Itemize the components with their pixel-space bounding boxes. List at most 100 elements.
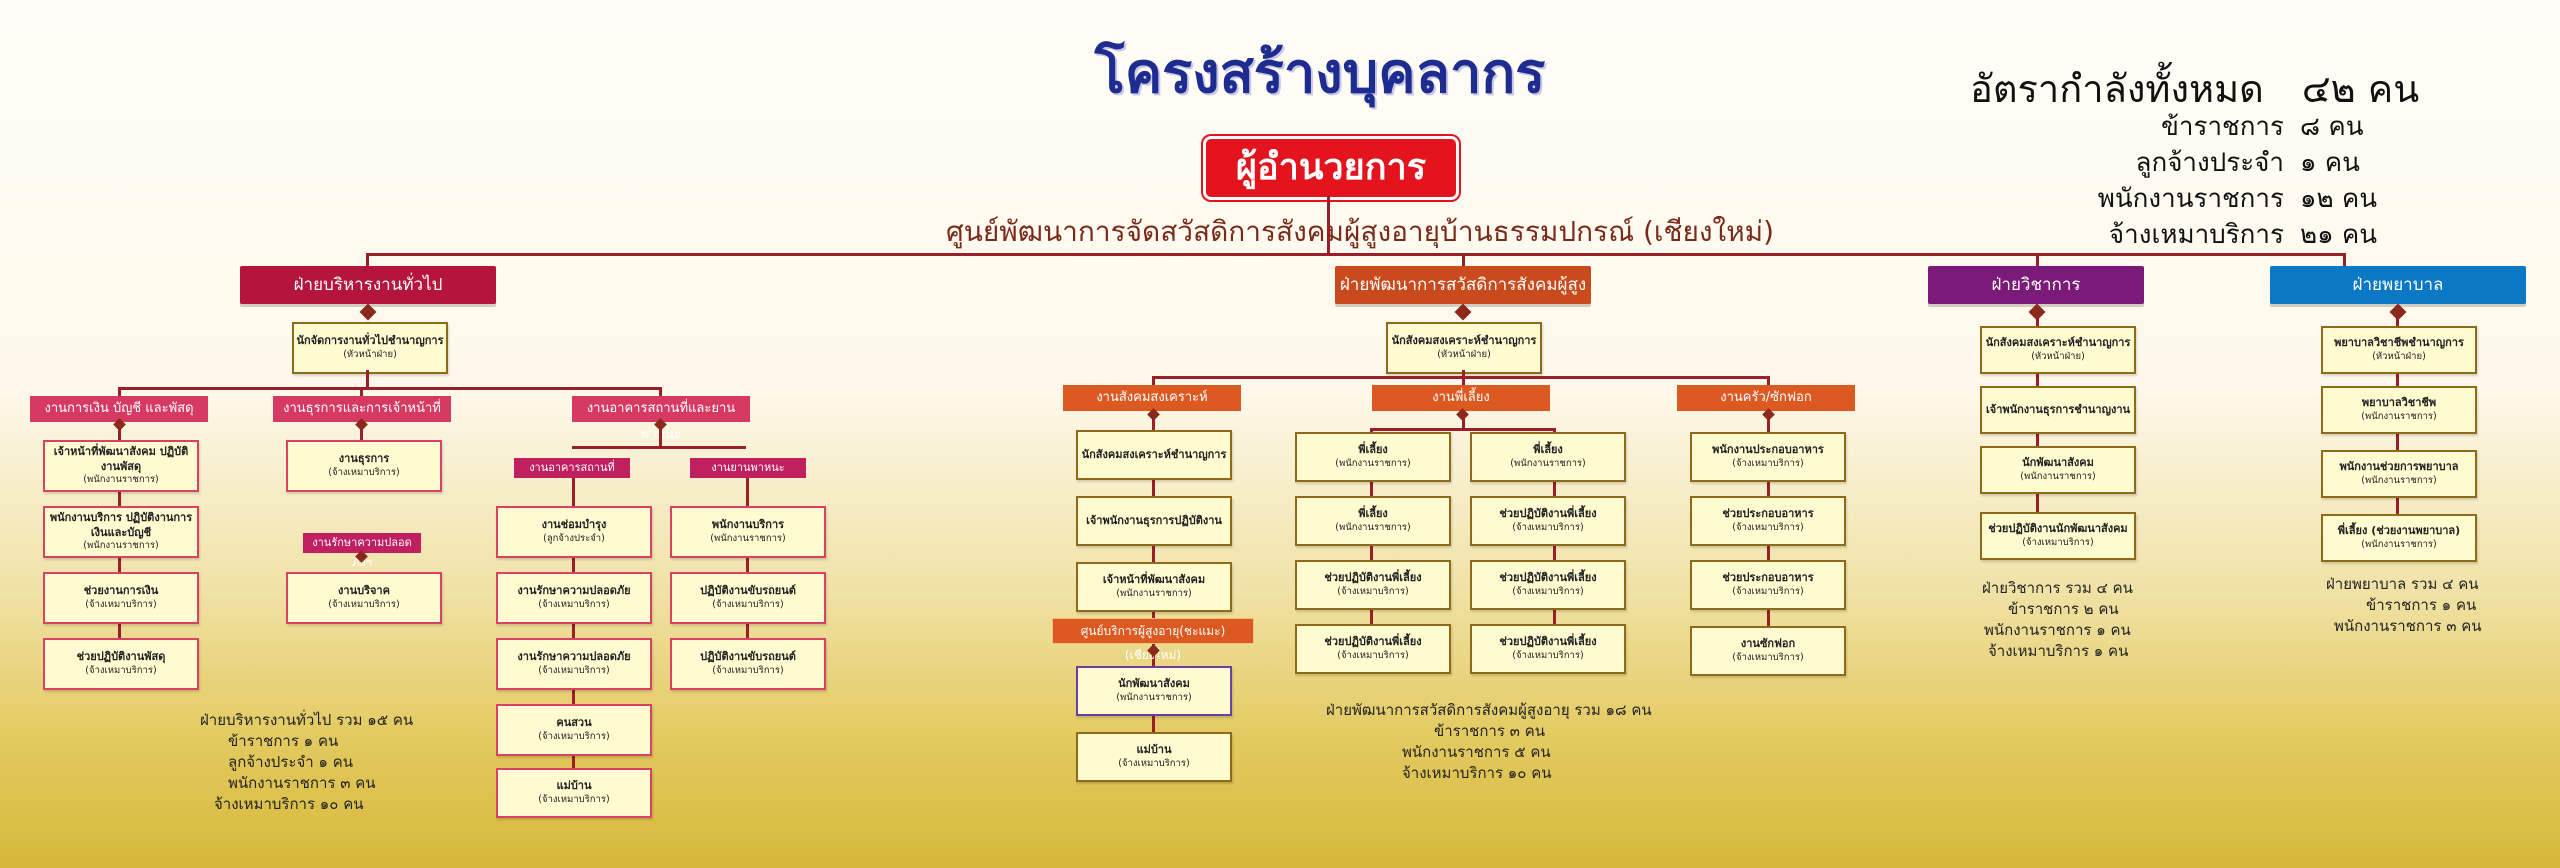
connector (572, 478, 575, 778)
summary-title: ฝ่ายพยาบาล รวม ๔ คน (2326, 575, 2479, 593)
position-title: นักพัฒนาสังคม (2022, 456, 2094, 470)
staff-row-value: ๑ คน (2300, 148, 2360, 178)
unit-facilities-header: งานอาคารสถานที่และยานพาหนะ (572, 396, 750, 442)
position-title: แม่บ้าน (556, 779, 592, 793)
summary-line: พนักงานราชการ ๓ คน (2334, 617, 2482, 635)
position-box: งานช่อมบำรุง(ลูกจ้างประจำ) (496, 506, 652, 558)
position-box: นักสังคมสงเคราะห์ชำนาญการ(หัวหน้าฝ่าย) (1980, 326, 2136, 374)
position-type: (จ้างเหมาบริการ) (538, 665, 610, 677)
connector (366, 370, 369, 388)
staff-row-label: พนักงานราชการ (2097, 184, 2284, 214)
position-title: พี่เลี้ยง (ช่วยงานพยาบาล) (2337, 524, 2461, 538)
summary-title: ฝ่ายบริหารงานทั่วไป รวม ๑๕ คน (200, 711, 414, 729)
position-box: นักพัฒนาสังคม(พนักงานราชการ) (1980, 446, 2136, 494)
position-title: เจ้าพนักงานธุรการปฏิบัติงาน (1086, 513, 1222, 527)
position-box: เจ้าพนักงานธุรการชำนาญงาน (1980, 386, 2136, 434)
position-box: พยาบาลวิชาชีพชำนาญการ(หัวหน้าฝ่าย) (2321, 326, 2477, 374)
position-title: งานรักษาความปลอดภัย (517, 584, 631, 598)
position-box: คนสวน(จ้างเหมาบริการ) (496, 704, 652, 756)
position-box: พนักงานบริการ ปฏิบัติงานการเงินและบัญชี(… (43, 506, 199, 558)
admin-summary: ฝ่ายบริหารงานทั่วไป รวม ๑๕ คน ข้าราชการ … (200, 710, 413, 815)
summary-title: ฝ่ายวิชาการ รวม ๔ คน (1982, 579, 2133, 597)
connector (1152, 376, 1155, 386)
position-box: เจ้าหน้าที่พัฒนาสังคม ปฏิบัติงานพัสดุ(พน… (43, 440, 199, 492)
position-box: นักพัฒนาสังคม(พนักงานราชการ) (1076, 666, 1232, 716)
diamond-ornament (359, 303, 377, 321)
position-box: พยาบาลวิชาชีพ(พนักงานราชการ) (2321, 386, 2477, 434)
position-type: (พนักงานราชการ) (1335, 458, 1411, 470)
position-box: นักสังคมสงเคราะห์ชำนาญการ (1076, 430, 1232, 480)
position-title: ปฏิบัติงานขับรถยนต์ (700, 650, 796, 664)
position-title: ช่วยประกอบอาหาร (1722, 571, 1814, 585)
connector (659, 387, 662, 397)
connector (746, 478, 749, 658)
position-box: พนักงานช่วยการพยาบาล(พนักงานราชการ) (2321, 450, 2477, 498)
staff-row-value: ๘ คน (2300, 112, 2364, 142)
connector (572, 446, 746, 449)
position-title: งานบริจาค (338, 584, 390, 598)
connector (1462, 376, 1465, 386)
staff-total: อัตรากำลังทั้งหมด ๔๒ คน (1970, 58, 2419, 119)
position-title: นักพัฒนาสังคม (1118, 677, 1190, 691)
position-type: (จ้างเหมาบริการ) (85, 599, 157, 611)
summary-line: จ้างเหมาบริการ ๑ คน (1988, 642, 2129, 660)
unit-social-work-header: งานสังคมสงเคราะห์ (1063, 385, 1241, 411)
position-box: ช่วยปฏิบัติงานพี่เลี้ยง(จ้างเหมาบริการ) (1295, 624, 1451, 674)
position-title: ช่วยปฏิบัติงานพัสดุ (76, 650, 166, 664)
position-box: พี่เลี้ยง(พนักงานราชการ) (1470, 432, 1626, 482)
connector (1462, 370, 1465, 378)
connector (2396, 316, 2399, 556)
position-type: (จ้างเหมาบริการ) (1337, 650, 1409, 662)
position-type: (จ้างเหมาบริการ) (538, 731, 610, 743)
position-title: ช่วยปฏิบัติงานพี่เลี้ยง (1324, 635, 1422, 649)
position-box: งานรักษาความปลอดภัย(จ้างเหมาบริการ) (496, 638, 652, 690)
position-box: งานรักษาความปลอดภัย(จ้างเหมาบริการ) (496, 572, 652, 624)
position-title: ช่วยปฏิบัติงานพี่เลี้ยง (1324, 571, 1422, 585)
position-box: งานธุรการ(จ้างเหมาบริการ) (286, 440, 442, 492)
position-type: (พนักงานราชการ) (2361, 539, 2437, 551)
position-title: นักสังคมสงเคราะห์ชำนาญการ (1391, 334, 1537, 348)
position-type: (พนักงานราชการ) (1116, 588, 1192, 600)
division-welfare-header: ฝ่ายพัฒนาการสวัสดิการสังคมผู้สูงอายุ (1335, 266, 1591, 333)
position-box: ช่วยปฏิบัติงานพัสดุ(จ้างเหมาบริการ) (43, 638, 199, 690)
director-box: ผู้อำนวยการ (1203, 136, 1459, 200)
connector (659, 428, 662, 448)
summary-line: ข้าราชการ ๑ คน (228, 732, 339, 750)
position-type: (จ้างเหมาบริการ) (1732, 586, 1804, 598)
position-box: พนักงานบริการ(พนักงานราชการ) (670, 506, 826, 558)
staff-total-label: อัตรากำลังทั้งหมด (1970, 67, 2264, 111)
position-type: (หัวหน้าฝ่าย) (2372, 351, 2426, 363)
position-type: (จ้างเหมาบริการ) (85, 665, 157, 677)
connector (366, 253, 2346, 256)
position-type: (จ้างเหมาบริการ) (1732, 458, 1804, 470)
connector (2036, 316, 2039, 556)
division-nursing-header: ฝ่ายพยาบาล (2270, 266, 2526, 304)
position-box: ปฏิบัติงานขับรถยนต์(จ้างเหมาบริการ) (670, 572, 826, 624)
position-type: (หัวหน้าฝ่าย) (2031, 351, 2085, 363)
position-box: ช่วยปฏิบัติงานนักพัฒนาสังคม(จ้างเหมาบริก… (1980, 512, 2136, 560)
position-title: พี่เลี้ยง (1533, 443, 1563, 457)
connector (1767, 376, 1770, 386)
connector (1370, 428, 1556, 431)
connector (1152, 376, 1770, 379)
position-title: ช่วยปฏิบัติงานนักพัฒนาสังคม (1988, 522, 2128, 536)
connector (360, 428, 363, 442)
connector (1327, 196, 1330, 254)
position-type: (จ้างเหมาบริการ) (1118, 758, 1190, 770)
connector (1462, 253, 1465, 267)
unit-clerical-header: งานธุรการและการเจ้าหน้าที่ (273, 396, 451, 422)
summary-line: พนักงานราชการ ๑ คน (1984, 621, 2131, 639)
summary-line: ข้าราชการ ๒ คน (2008, 600, 2119, 618)
position-type: (หัวหน้าฝ่าย) (1437, 349, 1491, 361)
position-box: ช่วยงานการเงิน(จ้างเหมาบริการ) (43, 572, 199, 624)
staff-row-value: ๒๑ คน (2300, 220, 2378, 250)
position-type: (พนักงานราชการ) (2361, 475, 2437, 487)
position-title: งานธุรการ (338, 452, 390, 466)
staff-row-label: จ้างเหมาบริการ (2108, 220, 2284, 250)
position-title: นักจัดการงานทั่วไปชำนาญการ (296, 334, 444, 348)
position-type: (จ้างเหมาบริการ) (328, 467, 400, 479)
position-type: (พนักงานราชการ) (83, 540, 159, 552)
sub-unit-header: งานยานพาหนะ (690, 458, 806, 478)
nursing-summary: ฝ่ายพยาบาล รวม ๔ คน ข้าราชการ ๑ คน พนักง… (2326, 574, 2482, 637)
position-title: ช่วยปฏิบัติงานพี่เลี้ยง (1499, 635, 1597, 649)
